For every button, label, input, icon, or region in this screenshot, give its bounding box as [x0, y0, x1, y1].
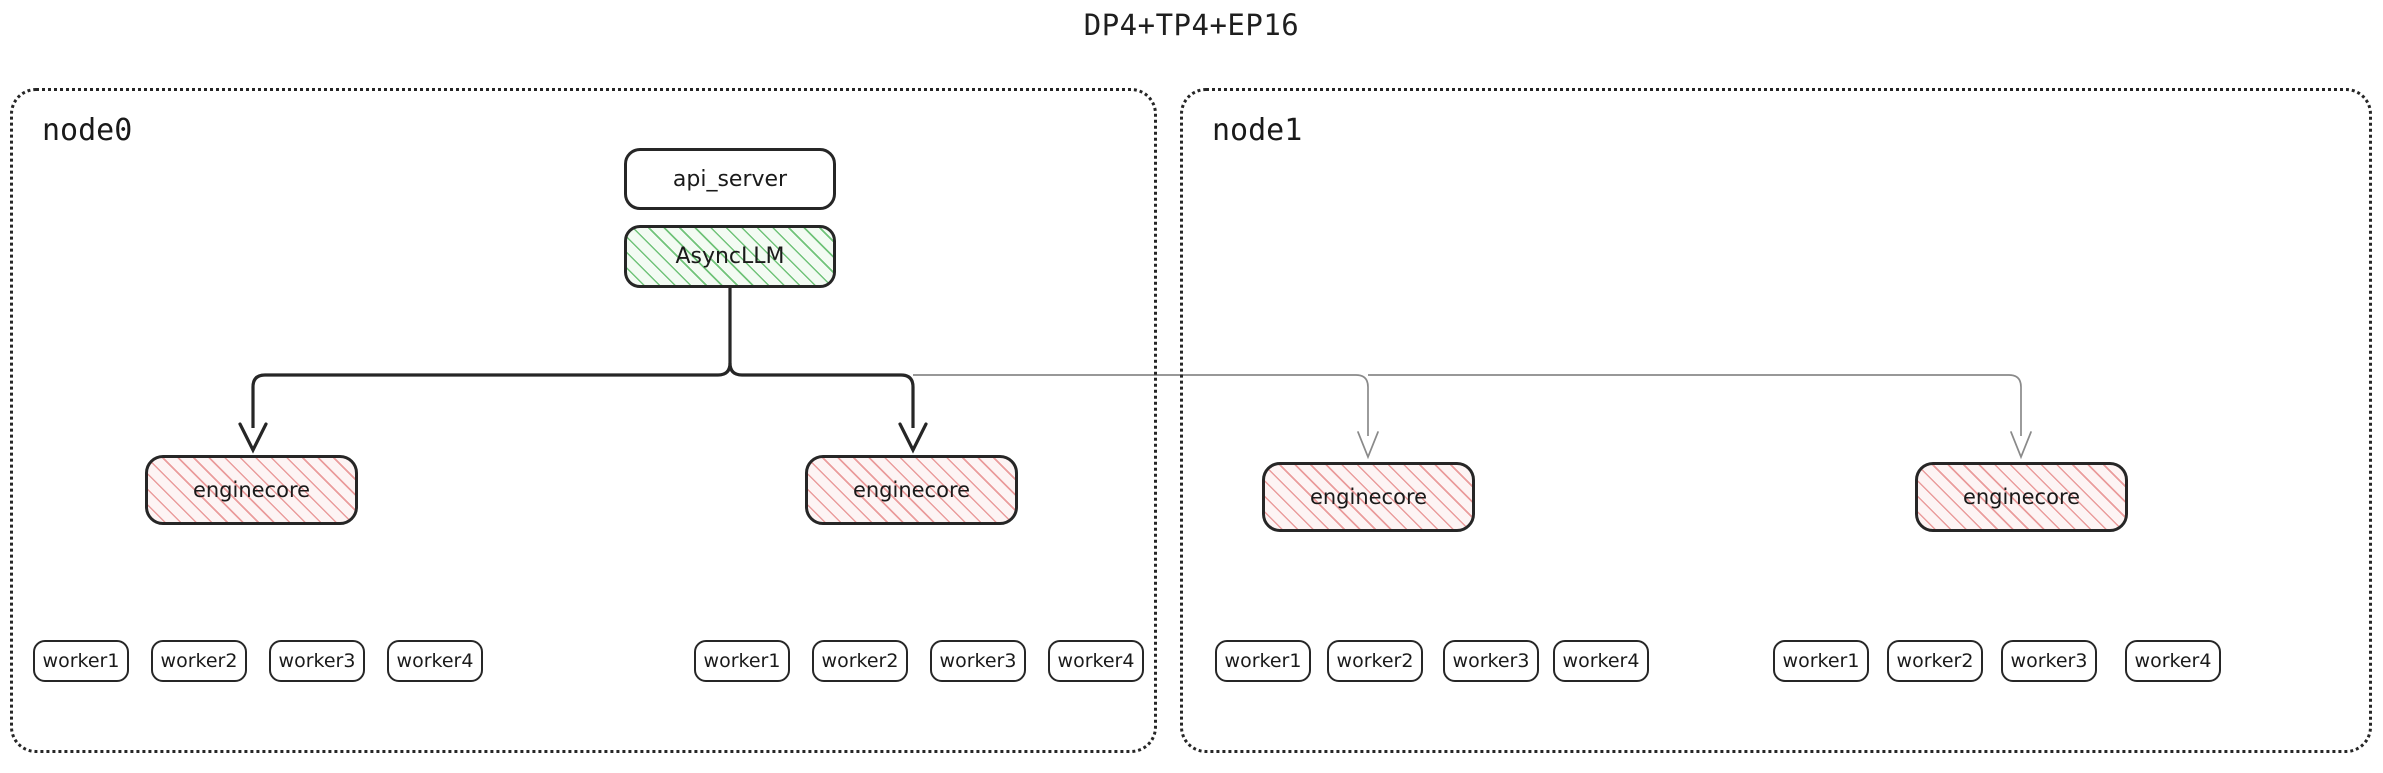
node-container-node0 — [10, 88, 1157, 753]
worker-node0-g2-2[interactable]: worker2 — [812, 640, 908, 682]
worker-node1-g1-4[interactable]: worker4 — [1553, 640, 1649, 682]
block-async-llm[interactable]: AsyncLLM — [624, 225, 836, 288]
worker-node0-g1-3[interactable]: worker3 — [269, 640, 365, 682]
worker-node1-g2-1[interactable]: worker1 — [1773, 640, 1869, 682]
worker-node0-g1-4[interactable]: worker4 — [387, 640, 483, 682]
block-enginecore-node0-2[interactable]: enginecore — [805, 455, 1018, 525]
worker-node0-g2-3[interactable]: worker3 — [930, 640, 1026, 682]
worker-node1-g1-3[interactable]: worker3 — [1443, 640, 1539, 682]
worker-node0-g1-2[interactable]: worker2 — [151, 640, 247, 682]
node-label-node1: node1 — [1212, 113, 1303, 148]
worker-node1-g2-2[interactable]: worker2 — [1887, 640, 1983, 682]
block-enginecore-node0-1[interactable]: enginecore — [145, 455, 358, 525]
worker-node1-g1-1[interactable]: worker1 — [1215, 640, 1311, 682]
worker-node1-g1-2[interactable]: worker2 — [1327, 640, 1423, 682]
page-title: DP4+TP4+EP16 — [1083, 8, 1300, 42]
block-enginecore-node1-1[interactable]: enginecore — [1262, 462, 1475, 532]
node-container-node1 — [1180, 88, 2372, 753]
block-api-server[interactable]: api_server — [624, 148, 836, 210]
worker-node1-g2-4[interactable]: worker4 — [2125, 640, 2221, 682]
worker-node0-g1-1[interactable]: worker1 — [33, 640, 129, 682]
worker-node1-g2-3[interactable]: worker3 — [2001, 640, 2097, 682]
block-enginecore-node1-2[interactable]: enginecore — [1915, 462, 2128, 532]
worker-node0-g2-1[interactable]: worker1 — [694, 640, 790, 682]
node-label-node0: node0 — [42, 113, 133, 148]
worker-node0-g2-4[interactable]: worker4 — [1048, 640, 1144, 682]
